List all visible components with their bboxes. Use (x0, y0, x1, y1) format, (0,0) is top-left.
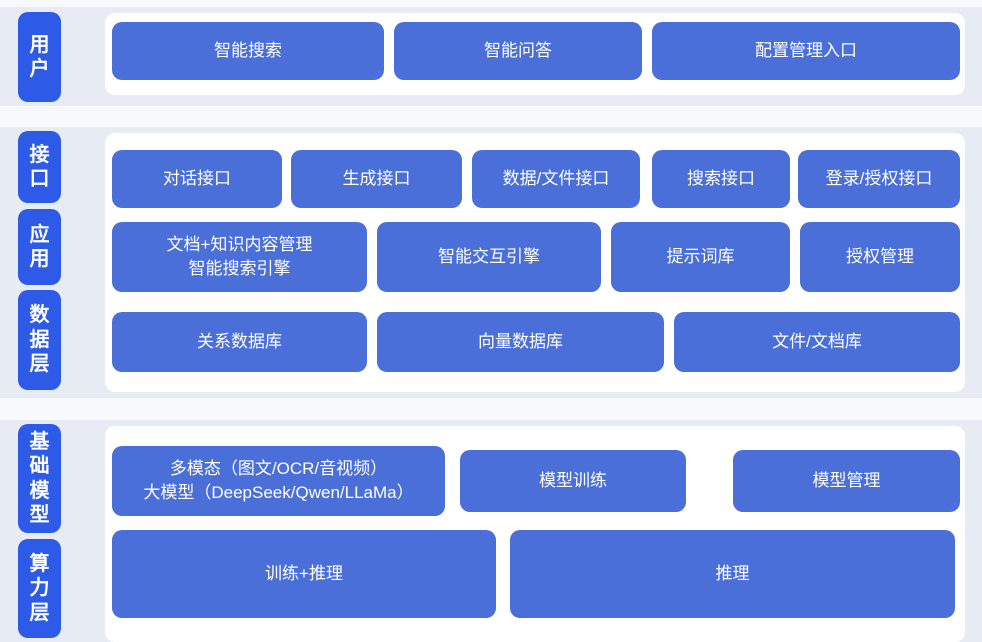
box-doc-knowledge-search-engine: 文档+知识内容管理 智能搜索引擎 (112, 222, 367, 292)
box-smart-interaction-engine: 智能交互引擎 (377, 222, 601, 292)
box-login-auth-api: 登录/授权接口 (798, 150, 960, 208)
box-multimodal-llm: 多模态（图文/OCR/音视频） 大模型（DeepSeek/Qwen/LLaMa） (112, 446, 445, 516)
box-prompt-library: 提示词库 (611, 222, 790, 292)
box-model-training: 模型训练 (460, 450, 686, 512)
box-line: 多模态（图文/OCR/音视频） (169, 459, 388, 479)
box-smart-search: 智能搜索 (112, 22, 384, 80)
box-config-management-entry: 配置管理入口 (652, 22, 960, 80)
layer-label-user: 用户 (18, 12, 61, 102)
box-training-inference: 训练+推理 (112, 530, 496, 618)
box-search-api: 搜索接口 (652, 150, 790, 208)
box-relational-db: 关系数据库 (112, 312, 367, 372)
layer-label-compute: 算力层 (18, 539, 61, 638)
box-generation-api: 生成接口 (291, 150, 462, 208)
box-dialog-api: 对话接口 (112, 150, 282, 208)
layer-label-data: 数据层 (18, 290, 61, 390)
box-line: 大模型（DeepSeek/Qwen/LLaMa） (143, 483, 414, 502)
box-data-file-api: 数据/文件接口 (472, 150, 640, 208)
layer-label-foundation-model: 基础模型 (18, 424, 61, 533)
box-model-management: 模型管理 (733, 450, 960, 512)
box-line: 文档+知识内容管理 (166, 235, 313, 255)
box-smart-qa: 智能问答 (394, 22, 642, 80)
layer-label-application: 应用 (18, 209, 61, 285)
layer-label-interface: 接口 (18, 131, 61, 203)
box-auth-management: 授权管理 (800, 222, 960, 292)
box-file-doc-store: 文件/文档库 (674, 312, 960, 372)
box-inference: 推理 (510, 530, 955, 618)
box-line: 智能搜索引擎 (188, 259, 291, 278)
box-vector-db: 向量数据库 (377, 312, 664, 372)
